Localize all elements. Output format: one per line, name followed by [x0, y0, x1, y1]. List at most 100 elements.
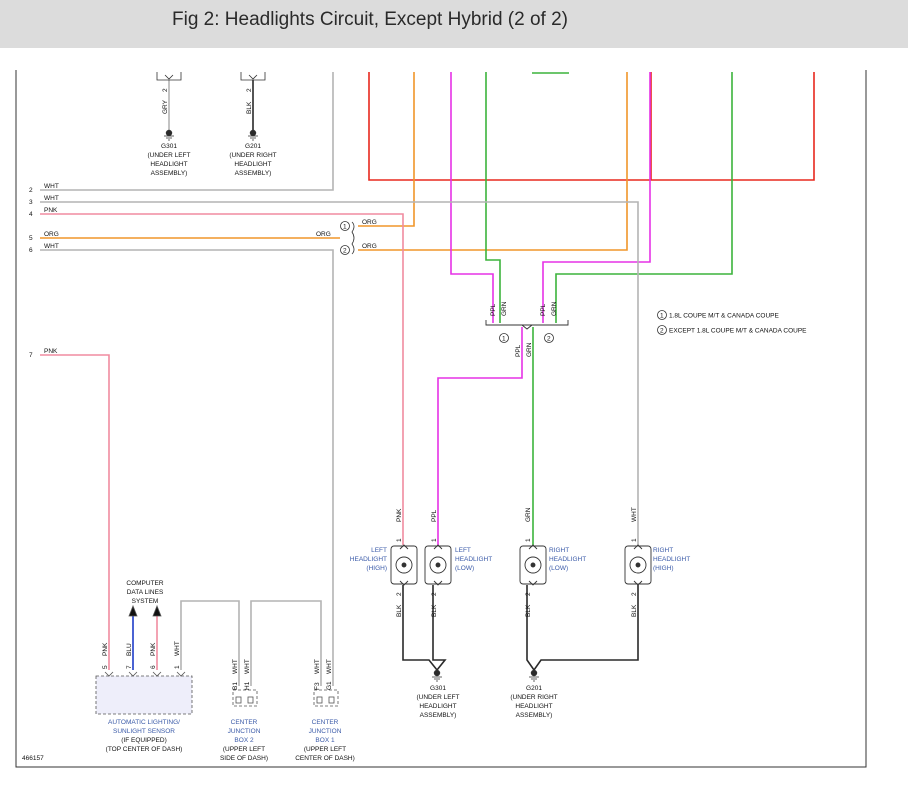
cjb2-wire-1: WHT [232, 659, 239, 674]
wht-wire-pin2 [40, 72, 334, 191]
cjb1-wire-1: WHT [314, 659, 321, 674]
splice-labels: PPL GRN PPL GRN PPL GRN 1 2 [490, 301, 558, 357]
headlight-right-high: RIGHT HEADLIGHT (HIGH) WHT 1 2 BLK [631, 507, 690, 617]
top-right-ground-loc1: (UNDER RIGHT [229, 152, 276, 159]
headlight-right-low: RIGHT HEADLIGHT (LOW) GRN 1 2 BLK [525, 507, 586, 617]
hl-left-high-top-wire: PNK [396, 508, 403, 522]
top-right-ground-name: G201 [245, 143, 261, 150]
top-left-wire: GRY [162, 99, 169, 114]
hl-right-low-l3: (LOW) [549, 565, 568, 572]
pink-wire-pin7 [40, 354, 110, 670]
bottom-left-ground-loc2: HEADLIGHT [419, 703, 456, 710]
cjb1-name-4: (UPPER LEFT [304, 746, 346, 753]
headlight-left-high: LEFT HEADLIGHT (HIGH) PNK 1 2 BLK [350, 508, 403, 617]
cdl-line2: DATA LINES [127, 589, 164, 596]
hl-right-low-bot-wire: BLK [525, 604, 532, 617]
note-2-text: EXCEPT 1.8L COUPE M/T & CANADA COUPE [669, 328, 807, 335]
splice-lower-grn: GRN [526, 342, 533, 357]
hl-right-high-bot-wire: BLK [631, 604, 638, 617]
note-2-symbol: 2 [660, 328, 664, 335]
wht-wire-cjb [250, 600, 322, 686]
note-1-text: 1.8L COUPE M/T & CANADA COUPE [669, 313, 779, 320]
splice-upper-grn-2: GRN [551, 301, 558, 316]
wire-label-org-upper: ORG [362, 219, 377, 226]
notes: 1 1.8L COUPE M/T & CANADA COUPE 2 EXCEPT… [657, 310, 807, 335]
hl-right-high-bot-pin: 2 [631, 592, 638, 596]
hl-right-low-bot-pin: 2 [525, 592, 532, 596]
blk-wire-right-ground [526, 585, 639, 672]
bottom-right-ground-loc2: HEADLIGHT [515, 703, 552, 710]
diagram-frame [15, 70, 867, 768]
hl-left-high-bot-wire: BLK [396, 604, 403, 617]
cjb2-wire-2: WHT [244, 659, 251, 674]
sensor-wire-pnk-2: PNK [150, 642, 157, 656]
cjb2-name-4: (UPPER LEFT [223, 746, 265, 753]
top-right-wire: BLK [246, 101, 253, 114]
diagram-id: 466157 [22, 755, 44, 762]
cjb2-name-1: CENTER [231, 719, 258, 726]
sensor-box [95, 675, 193, 715]
hl-left-low-l1: LEFT [455, 547, 471, 554]
magenta-wire-1 [450, 72, 494, 323]
hl-left-high-l3: (HIGH) [366, 565, 387, 572]
hl-right-low-top-wire: GRN [525, 507, 532, 522]
orange-wire-lower [358, 72, 628, 251]
cjb2-connector [232, 689, 258, 707]
cjb1-name-1: CENTER [312, 719, 339, 726]
cjb2-name-3: BOX 2 [234, 737, 254, 744]
pin-2: 2 [29, 187, 33, 194]
hl-left-low-bot-wire: BLK [431, 604, 438, 617]
top-ground-connectors [156, 72, 266, 141]
red-wire [368, 72, 815, 181]
sensor-labels: COMPUTER DATA LINES SYSTEM PNK BLU PNK W… [102, 580, 182, 753]
headlight-bulbs [390, 544, 652, 586]
hl-right-high-l2: HEADLIGHT [653, 556, 690, 563]
hl-left-high-bot-pin: 2 [396, 592, 403, 596]
hl-left-low-top-pin: 1 [431, 538, 438, 542]
wire-label-pin3: WHT [44, 195, 59, 202]
hl-right-low-top-pin: 1 [525, 538, 532, 542]
cjb1-name-2: JUNCTION [309, 728, 342, 735]
hl-right-high-l1: RIGHT [653, 547, 673, 554]
bottom-left-ground-loc1: (UNDER LEFT [417, 694, 460, 701]
top-left-pin: 2 [162, 88, 169, 92]
wire-label-org-mid: ORG [316, 231, 331, 238]
wire-label-pin6: WHT [44, 243, 59, 250]
top-left-ground-loc3: ASSEMBLY) [151, 170, 188, 177]
headlight-left-high-icon [390, 544, 418, 586]
headlight-left-low: LEFT HEADLIGHT (LOW) PPL 1 2 BLK [431, 509, 492, 617]
sensor-name-2: SUNLIGHT SENSOR [113, 728, 175, 735]
magenta-wire-2 [542, 72, 651, 323]
bottom-ground-symbols [432, 669, 539, 682]
cjb1-pin-f3: F3 [314, 682, 321, 690]
sensor-wire-wht: WHT [174, 641, 181, 656]
wire-label-pin4: PNK [44, 207, 58, 214]
orange-wire-upper [358, 72, 415, 227]
cjb1-labels: WHT WHT F3 G1 CENTER JUNCTION BOX 1 (UPP… [295, 659, 355, 762]
bottom-right-ground-loc1: (UNDER RIGHT [510, 694, 557, 701]
hl-right-high-l3: (HIGH) [653, 565, 674, 572]
cjb2-pin-h1: H1 [244, 681, 251, 690]
top-right-pin: 2 [246, 88, 253, 92]
hl-right-high-top-wire: WHT [631, 507, 638, 522]
hl-left-low-l2: HEADLIGHT [455, 556, 492, 563]
sym2-left: 2 [343, 248, 347, 255]
wire-label-pin7: PNK [44, 348, 58, 355]
top-grounds: GRY 2 BLK 2 G301 (UNDER LEFT HEADLIGHT A… [148, 88, 277, 177]
wht-wire-pin3 [40, 201, 639, 545]
pin-7: 7 [29, 352, 33, 359]
sensor-wire-pnk-1: PNK [102, 642, 109, 656]
cjb1-connector [313, 689, 339, 707]
hl-right-high-top-pin: 1 [631, 538, 638, 542]
pink-wire-pin4 [40, 213, 404, 545]
bottom-grounds: G301 (UNDER LEFT HEADLIGHT ASSEMBLY) G20… [417, 685, 558, 719]
cjb2-pin-b1: B1 [232, 682, 239, 690]
splice-bracket [485, 320, 569, 330]
hl-left-low-l3: (LOW) [455, 565, 474, 572]
hl-right-low-l1: RIGHT [549, 547, 569, 554]
green-wire-1 [485, 72, 501, 323]
bottom-left-ground-name: G301 [430, 685, 446, 692]
hl-left-high-l2: HEADLIGHT [350, 556, 387, 563]
cjb2-labels: WHT WHT B1 H1 CENTER JUNCTION BOX 2 (UPP… [220, 659, 268, 762]
wht-wire-pin6 [40, 249, 334, 686]
